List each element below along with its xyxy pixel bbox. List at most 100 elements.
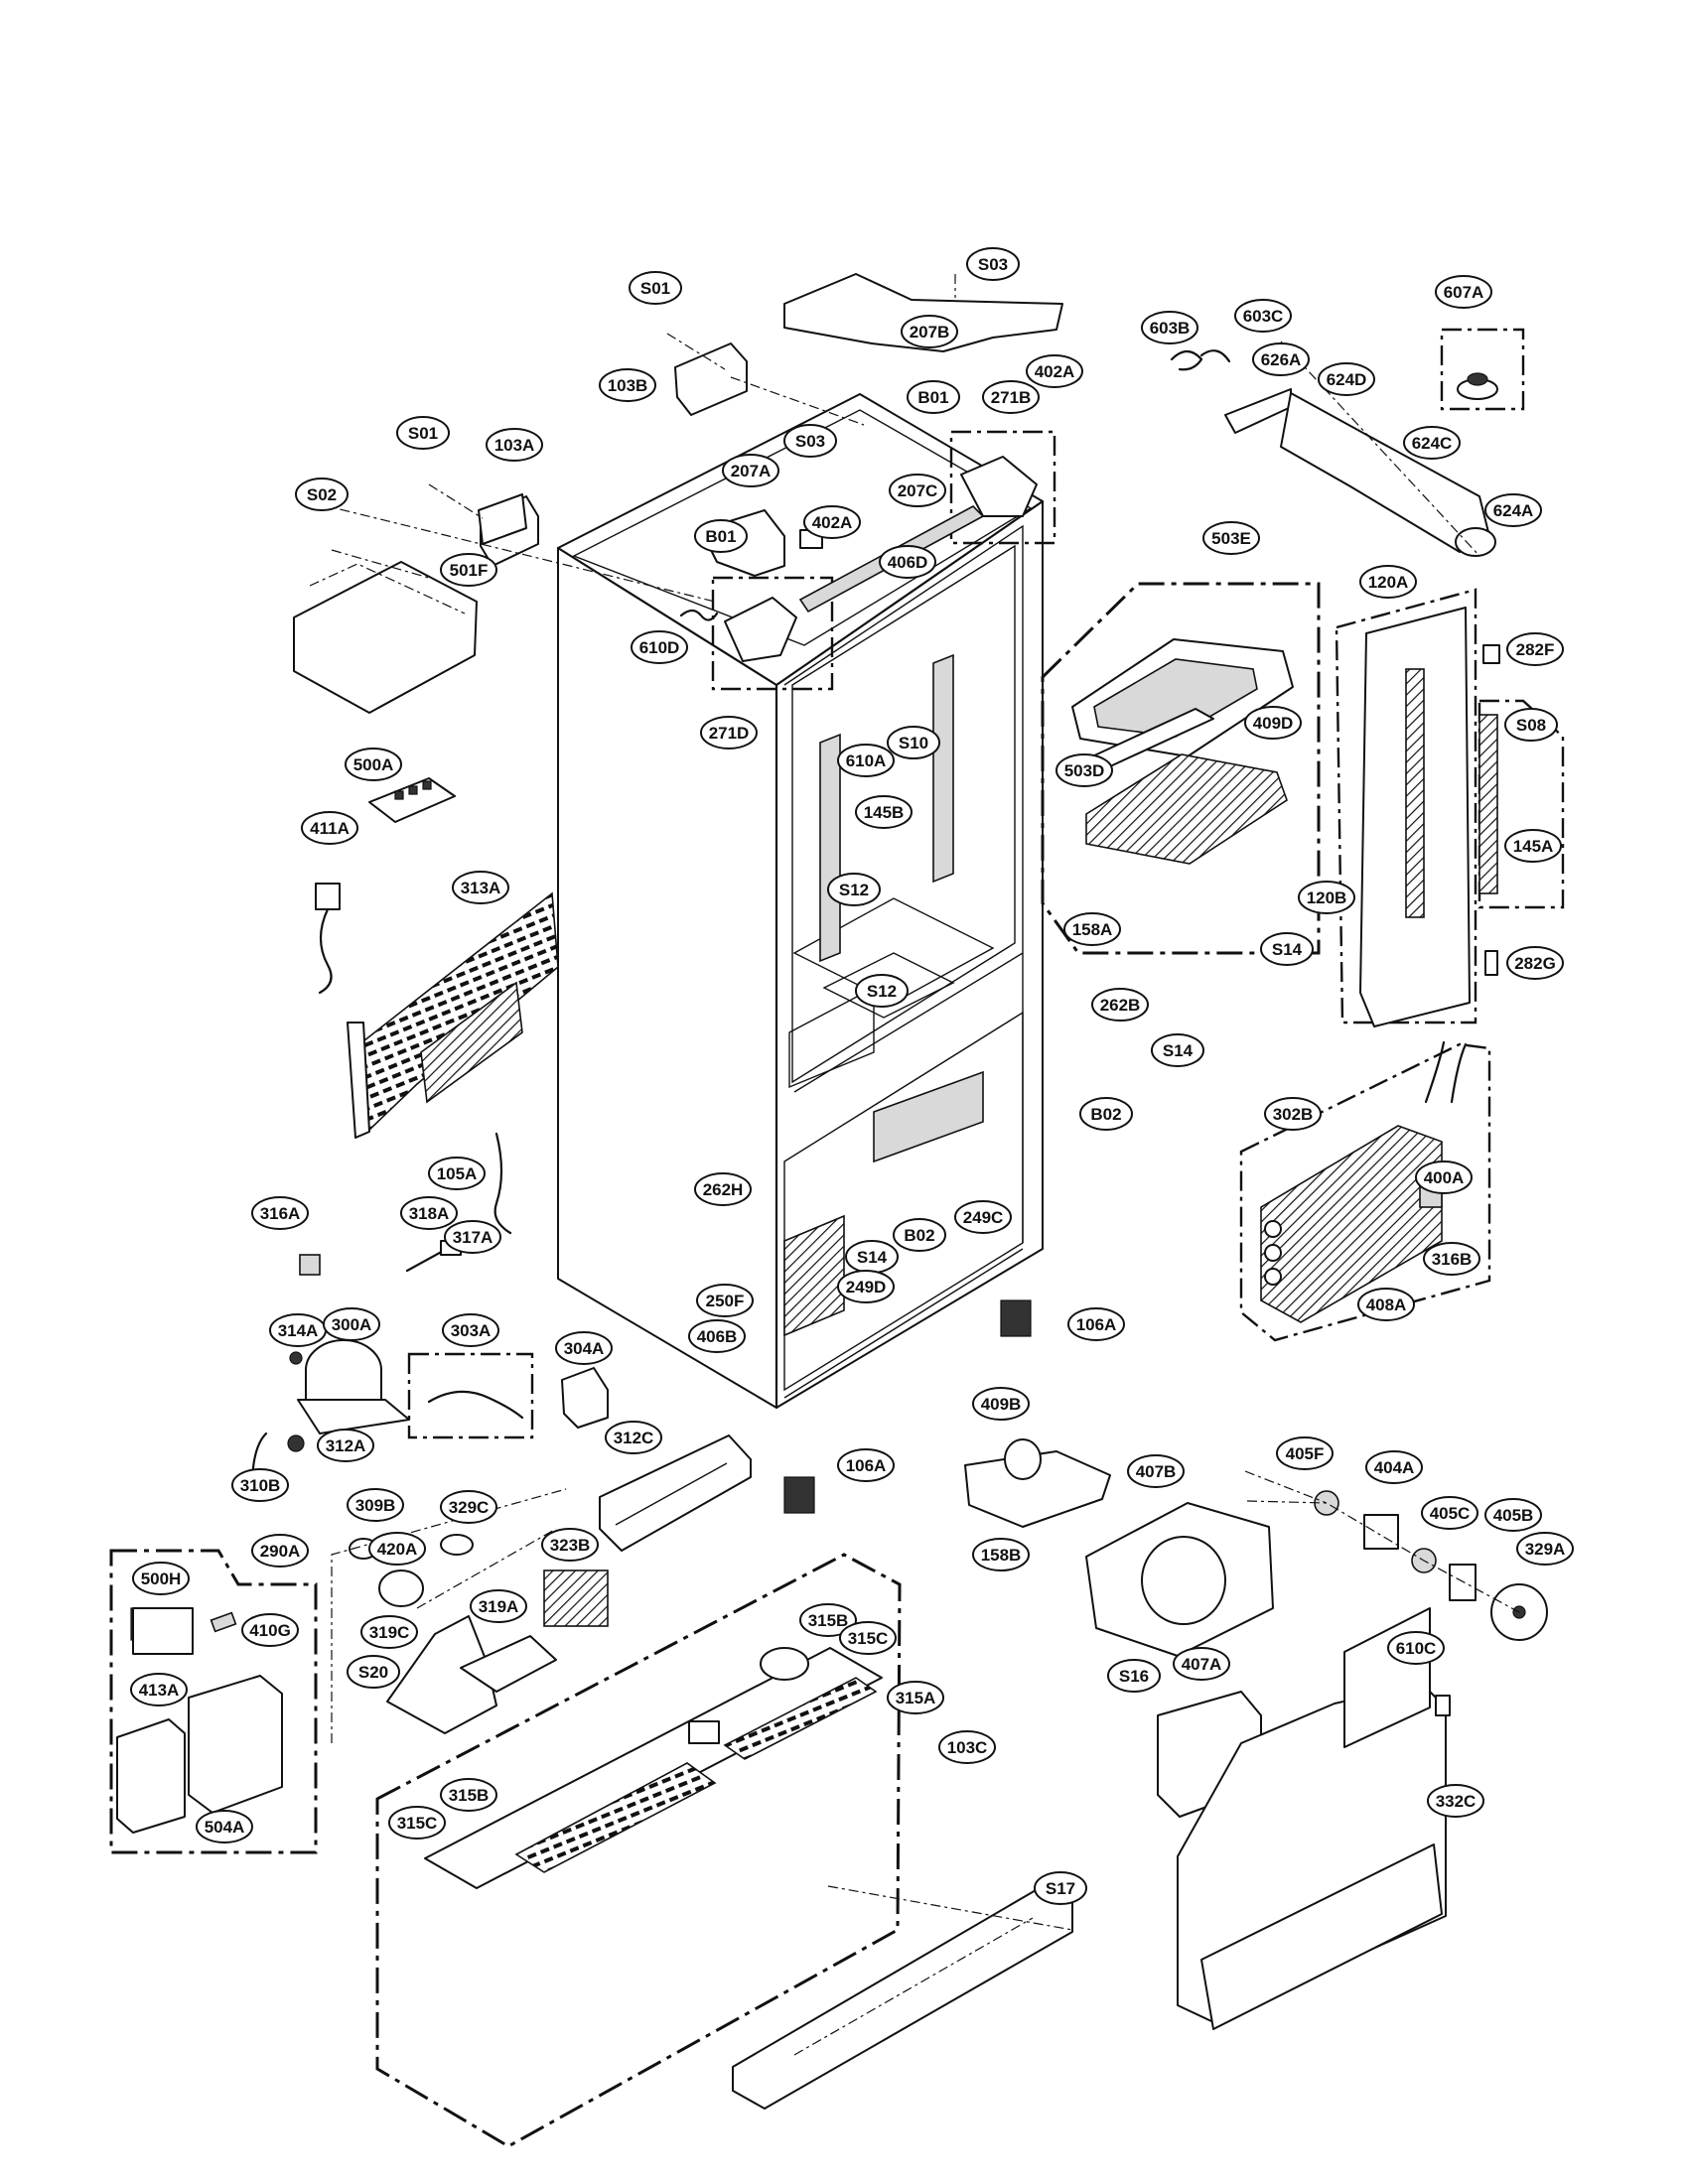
svg-text:402A: 402A — [812, 513, 853, 532]
svg-text:S14: S14 — [1272, 940, 1303, 959]
svg-text:290A: 290A — [260, 1542, 301, 1561]
callout-290A: 290A — [251, 1534, 309, 1568]
cabinet-illustration — [556, 393, 1056, 1514]
svg-text:624A: 624A — [1493, 501, 1534, 520]
callout-302B: 302B — [1264, 1097, 1322, 1131]
callout-303A: 303A — [442, 1313, 499, 1347]
callout-304A: 304A — [555, 1331, 613, 1365]
callout-406B: 406B — [688, 1319, 746, 1353]
svg-text:316B: 316B — [1432, 1250, 1473, 1269]
svg-text:S14: S14 — [857, 1248, 888, 1267]
svg-text:158B: 158B — [981, 1546, 1022, 1565]
callout-504A: 504A — [196, 1810, 253, 1843]
callout-313A: 313A — [452, 871, 509, 904]
callout-500A: 500A — [345, 748, 402, 781]
svg-text:S03: S03 — [978, 255, 1008, 274]
callout-315C: 315C — [839, 1621, 897, 1655]
callout-207A: 207A — [722, 454, 779, 487]
svg-text:282G: 282G — [1514, 954, 1556, 973]
svg-text:250F: 250F — [706, 1292, 745, 1310]
svg-text:S14: S14 — [1163, 1041, 1194, 1060]
svg-text:626A: 626A — [1261, 350, 1302, 369]
callout-S08: S08 — [1504, 708, 1558, 742]
svg-text:624D: 624D — [1327, 370, 1367, 389]
svg-text:207C: 207C — [898, 481, 938, 500]
svg-text:406D: 406D — [888, 553, 928, 572]
svg-text:262H: 262H — [703, 1180, 744, 1199]
svg-text:407A: 407A — [1182, 1655, 1222, 1674]
callout-S12: S12 — [827, 873, 881, 906]
svg-text:318A: 318A — [409, 1204, 450, 1223]
callout-319A: 319A — [470, 1589, 527, 1623]
callout-S20: S20 — [347, 1655, 400, 1689]
svg-text:317A: 317A — [453, 1228, 493, 1247]
callout-317A: 317A — [444, 1220, 501, 1254]
callout-S01-side: S01 — [396, 416, 450, 450]
callout-411A: 411A — [301, 811, 358, 845]
svg-text:271D: 271D — [709, 724, 750, 743]
callout-158A: 158A — [1063, 912, 1121, 946]
svg-text:603B: 603B — [1150, 319, 1191, 338]
svg-text:315B: 315B — [449, 1786, 490, 1805]
svg-text:501F: 501F — [450, 561, 489, 580]
callout-402A: 402A — [1026, 354, 1083, 388]
svg-text:103A: 103A — [494, 436, 535, 455]
svg-text:145A: 145A — [1513, 837, 1554, 856]
svg-text:624C: 624C — [1412, 434, 1453, 453]
callout-610D: 610D — [631, 630, 688, 664]
callout-S16: S16 — [1107, 1659, 1161, 1693]
callout-282G: 282G — [1506, 946, 1564, 980]
callout-500H: 500H — [132, 1562, 190, 1595]
svg-text:105A: 105A — [437, 1164, 478, 1183]
callout-105A: 105A — [428, 1157, 486, 1190]
callout-405C: 405C — [1421, 1496, 1478, 1530]
svg-text:S17: S17 — [1046, 1879, 1075, 1898]
callout-271D: 271D — [700, 716, 758, 750]
svg-text:404A: 404A — [1374, 1458, 1415, 1477]
callout-332C: 332C — [1427, 1784, 1484, 1818]
svg-text:S01: S01 — [640, 279, 670, 298]
callout-624D: 624D — [1318, 362, 1375, 396]
callout-409D: 409D — [1244, 706, 1302, 740]
svg-text:329C: 329C — [449, 1498, 490, 1517]
svg-text:503D: 503D — [1064, 761, 1105, 780]
svg-text:312C: 312C — [614, 1429, 654, 1447]
callout-249D: 249D — [837, 1270, 895, 1303]
callout-B01-side: B01 — [694, 519, 748, 553]
callout-410G: 410G — [241, 1613, 299, 1647]
callout-323B: 323B — [541, 1528, 599, 1562]
svg-text:323B: 323B — [550, 1536, 591, 1555]
callout-405F: 405F — [1276, 1436, 1334, 1470]
svg-text:300A: 300A — [332, 1315, 372, 1334]
svg-text:106A: 106A — [846, 1456, 887, 1475]
svg-text:207B: 207B — [910, 323, 950, 341]
callout-316B: 316B — [1423, 1242, 1480, 1276]
svg-text:410G: 410G — [249, 1621, 291, 1640]
callout-316A: 316A — [251, 1196, 309, 1230]
svg-text:B02: B02 — [1090, 1105, 1121, 1124]
svg-text:B01: B01 — [705, 527, 736, 546]
callout-207C: 207C — [889, 474, 946, 507]
svg-text:S20: S20 — [358, 1663, 388, 1682]
svg-text:411A: 411A — [310, 819, 350, 838]
svg-text:S12: S12 — [867, 982, 897, 1001]
callout-S03-side: S03 — [783, 424, 837, 458]
svg-text:319C: 319C — [369, 1623, 410, 1642]
callout-B01: B01 — [907, 380, 960, 414]
svg-text:262B: 262B — [1100, 996, 1141, 1015]
svg-text:315A: 315A — [896, 1689, 936, 1707]
callout-207B: 207B — [901, 315, 958, 348]
svg-text:B01: B01 — [917, 388, 948, 407]
svg-text:504A: 504A — [205, 1818, 245, 1837]
callout-503E: 503E — [1202, 521, 1260, 555]
control-box-group — [109, 1549, 318, 1854]
svg-text:503E: 503E — [1211, 529, 1251, 548]
svg-text:610A: 610A — [846, 751, 887, 770]
callout-315A: 315A — [887, 1681, 944, 1714]
callout-624C: 624C — [1403, 426, 1461, 460]
callout-S02: S02 — [295, 478, 349, 511]
callout-610C: 610C — [1387, 1631, 1445, 1665]
svg-text:207A: 207A — [731, 462, 772, 480]
svg-text:249D: 249D — [846, 1278, 887, 1297]
